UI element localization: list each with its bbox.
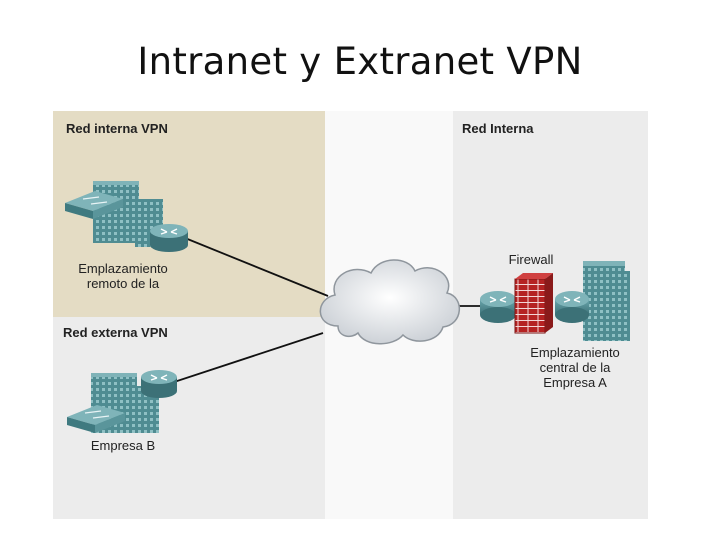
diagram-graphics xyxy=(65,181,630,433)
caption-central-site-line1: Emplazamiento xyxy=(530,345,620,360)
central-router-right-icon xyxy=(555,291,589,323)
caption-remote-site: Emplazamiento remoto de la xyxy=(61,261,185,291)
caption-central-site-line2: central de la xyxy=(539,360,611,375)
link-remote-to-cloud xyxy=(184,237,329,297)
link-companyb-to-cloud xyxy=(167,332,324,385)
remote-site-switch-icon xyxy=(65,191,123,219)
caption-central-site: Emplazamiento central de la Empresa A xyxy=(513,345,637,390)
internet-cloud-icon xyxy=(319,259,461,345)
caption-firewall: Firewall xyxy=(508,252,554,267)
caption-company-b: Empresa B xyxy=(90,438,156,453)
label-internal-vpn: Red interna VPN xyxy=(66,121,168,136)
central-router-left-icon xyxy=(480,291,516,323)
company-b-switch-icon xyxy=(67,405,125,433)
firewall-icon xyxy=(514,273,553,334)
caption-remote-site-line2: remoto de la xyxy=(86,276,160,291)
company-b-router-icon xyxy=(141,370,177,398)
label-internal-network: Red Interna xyxy=(462,121,534,136)
network-diagram: Red interna VPN Red externa VPN Red Inte… xyxy=(53,111,648,519)
label-external-vpn: Red externa VPN xyxy=(63,325,168,340)
caption-central-site-line3: Empresa A xyxy=(543,375,607,390)
caption-remote-site-line1: Emplazamiento xyxy=(78,261,168,276)
central-building-icon xyxy=(583,261,630,341)
remote-site-router-icon xyxy=(150,224,188,252)
slide-title: Intranet y Extranet VPN xyxy=(137,40,583,83)
